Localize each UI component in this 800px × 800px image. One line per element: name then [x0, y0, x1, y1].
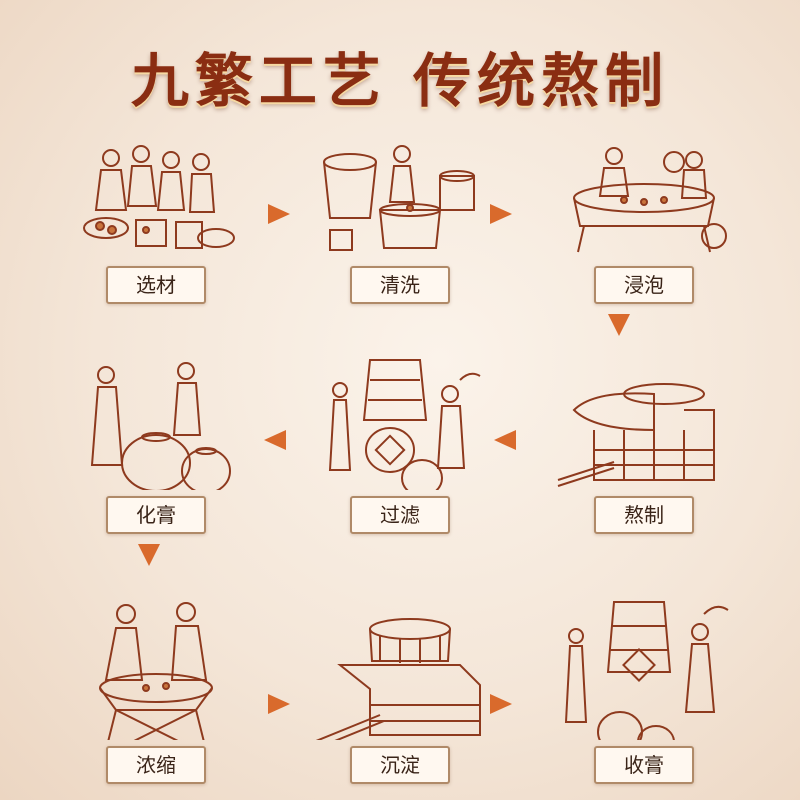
jars-people-icon: [90, 362, 231, 490]
step-concentrating: 浓缩: [56, 602, 256, 800]
step-collecting: 收膏: [544, 601, 744, 800]
arrow-down-icon: [138, 544, 160, 566]
people-stirring-icon: [99, 602, 213, 740]
step-label: 收膏: [594, 746, 694, 784]
step-label: 浓缩: [106, 746, 206, 784]
collecting-jars-icon: [564, 601, 729, 740]
people-selecting-icon: [83, 145, 235, 249]
step-label: 过滤: [350, 496, 450, 534]
stove-boiling-icon: [557, 383, 715, 487]
arrow-down-icon: [608, 314, 630, 336]
arrow-right-icon: [268, 694, 290, 714]
step-dissolving: 化膏: [56, 362, 256, 550]
step-label: 沉淀: [350, 746, 450, 784]
arrow-right-icon: [490, 204, 512, 224]
step-settling: 沉淀: [300, 618, 500, 800]
page-title: 九繁工艺 传统熬制: [130, 47, 670, 115]
step-label: 化膏: [106, 496, 206, 534]
step-label: 选材: [106, 266, 206, 304]
step-boiling: 熬制: [544, 370, 744, 550]
arrow-right-icon: [268, 204, 290, 224]
step-soaking: 浸泡: [544, 140, 744, 320]
step-label: 熬制: [594, 496, 694, 534]
step-label: 清洗: [350, 266, 450, 304]
settling-basin-icon: [315, 618, 481, 740]
step-filtering: 过滤: [300, 359, 500, 550]
arrow-right-icon: [490, 694, 512, 714]
step-label: 浸泡: [594, 266, 694, 304]
filtering-jars-icon: [328, 359, 481, 490]
step-select-materials: 选材: [56, 140, 256, 320]
soaking-vat-icon: [573, 147, 727, 253]
arrow-left-icon: [264, 430, 286, 450]
washing-tub-icon: [323, 145, 475, 251]
step-washing: 清洗: [300, 140, 500, 320]
arrow-left-icon: [494, 430, 516, 450]
